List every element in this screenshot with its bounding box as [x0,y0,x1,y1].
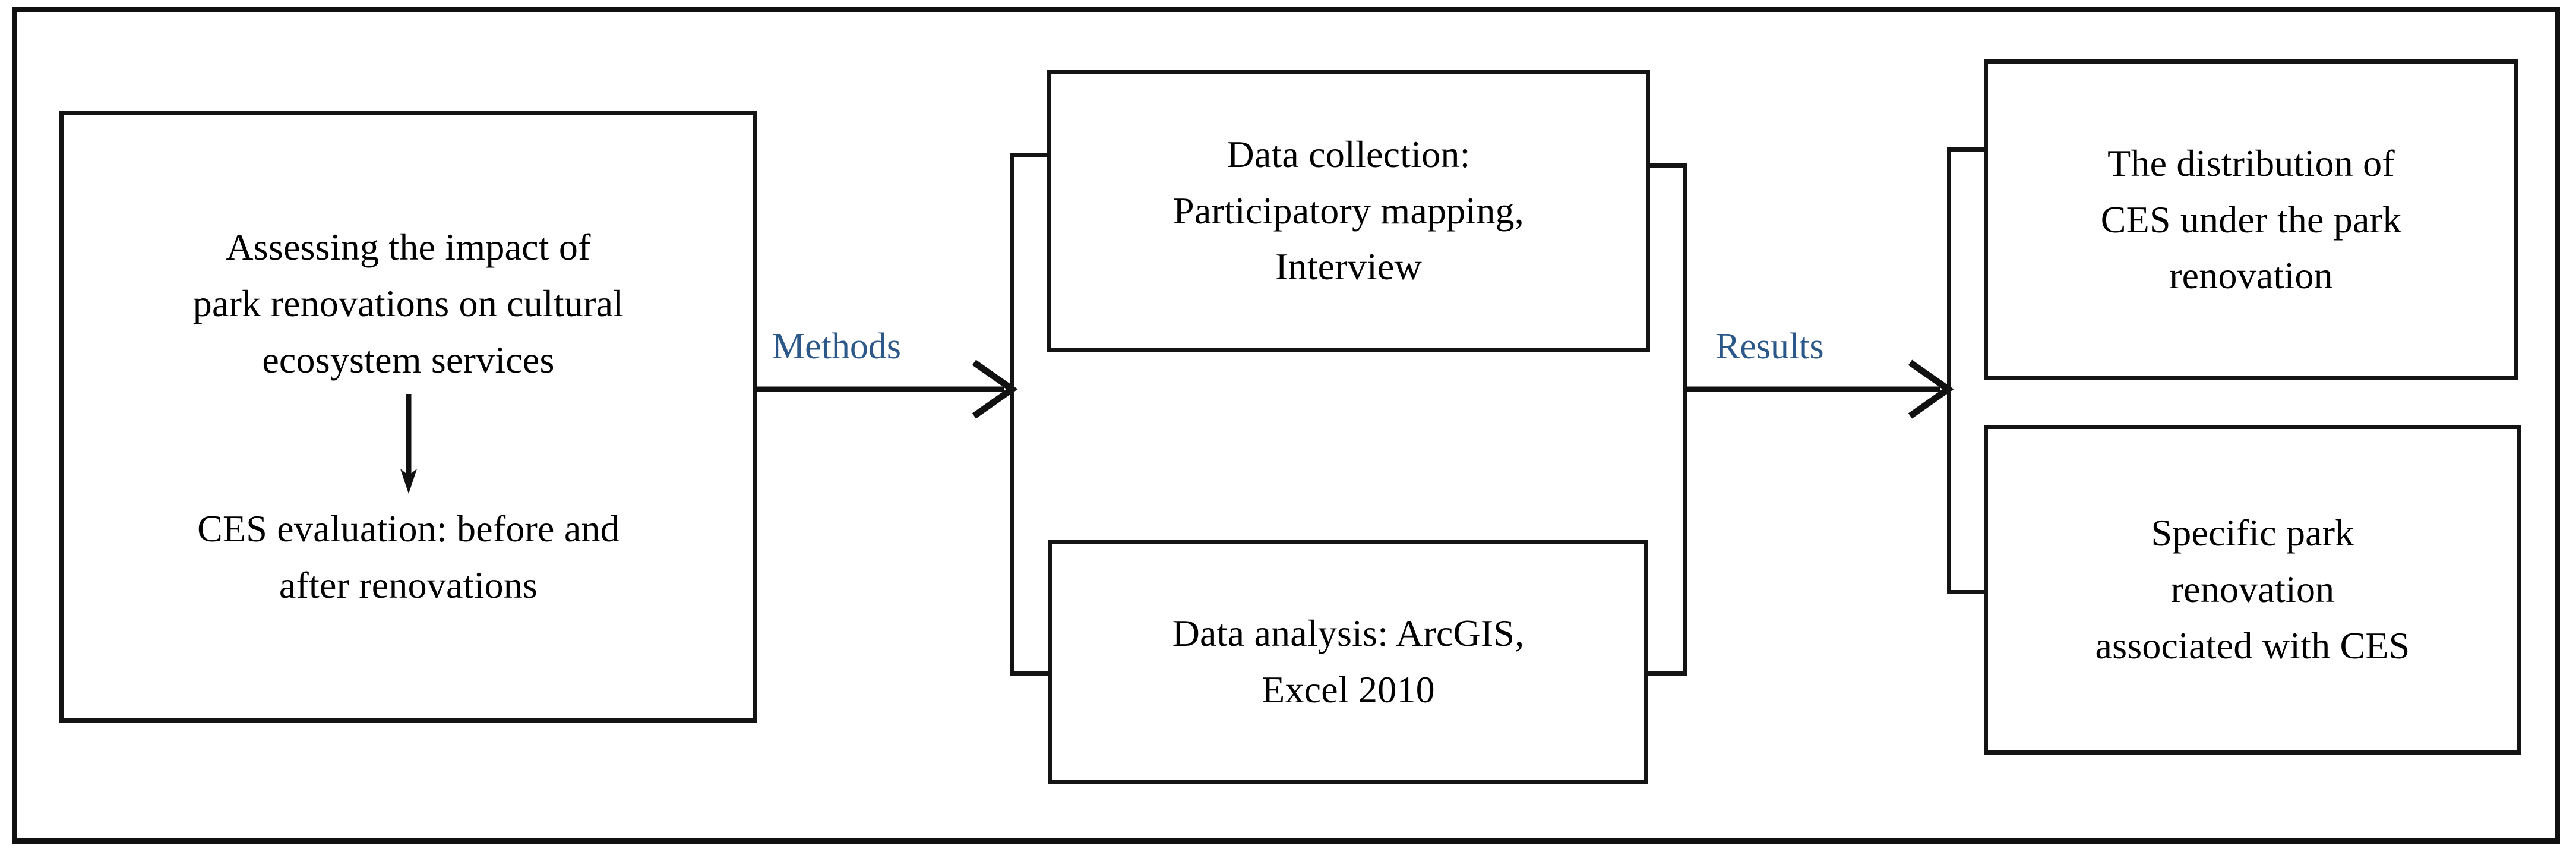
methods-arrow-icon [756,333,1018,458]
data-analysis-box: Data analysis: ArcGIS, Excel 2010 [1048,540,1648,784]
down-arrow-icon [64,388,753,501]
objective-box: Assessing the impact of park renovations… [59,111,757,723]
methods-left-bracket-icon [1010,153,1049,676]
results-arrow-icon [1686,333,1954,458]
objective-statement-text: Assessing the impact of park renovations… [192,226,624,381]
result-distribution-box: The distribution of CES under the park r… [1984,59,2518,380]
methods-connector-label: Methods [772,326,901,367]
result-distribution-text: The distribution of CES under the park r… [2100,141,2402,297]
result-specific-renovation-text: Specific park renovation associated with… [2095,512,2410,667]
ces-evaluation-text: CES evaluation: before and after renovat… [197,507,619,607]
results-left-bracket-icon [1947,147,1986,594]
results-connector-label: Results [1715,326,1824,367]
outer-frame [12,7,2560,844]
result-specific-renovation-box: Specific park renovation associated with… [1984,425,2521,755]
methods-right-bracket-icon [1648,163,1687,676]
data-collection-text: Data collection: Participatory mapping, … [1173,133,1524,288]
data-analysis-text: Data analysis: ArcGIS, Excel 2010 [1172,612,1525,711]
data-collection-box: Data collection: Participatory mapping, … [1047,70,1650,352]
